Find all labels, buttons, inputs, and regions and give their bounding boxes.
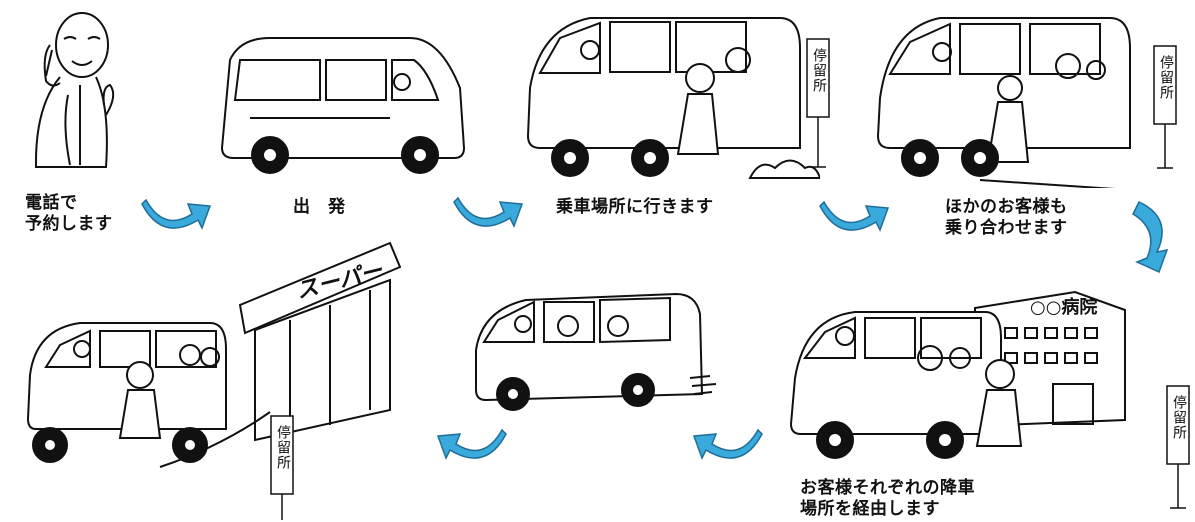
step-2-caption: 出 発 (293, 197, 346, 218)
flow-arrow-5 (688, 410, 763, 460)
step-3-caption: 乗車場所に行きます (556, 197, 714, 218)
step-5-caption-line-1: お客様それぞれの降車 (800, 478, 975, 498)
flow-arrow-4 (1125, 198, 1180, 276)
flow-arrow-2 (452, 178, 527, 228)
step-5-caption-line-2: 場所を経由します (800, 499, 940, 519)
step-2-caption-line-1: 出 発 (293, 197, 346, 217)
bus-stop-sign-1-label: 停留所 (811, 48, 827, 93)
bus-stop-sign-4-label: 停留所 (275, 425, 291, 470)
step-3-caption-line-1: 乗車場所に行きます (556, 197, 714, 217)
flow-arrow-6 (432, 410, 507, 460)
hospital-sign: ○○病院 (1030, 297, 1098, 318)
step-4-caption-line-2: 乗り合わせます (945, 218, 1068, 238)
bus-stop-sign-2: 停留所 (1153, 45, 1177, 170)
bus-stop-sign-2-label: 停留所 (1158, 55, 1174, 100)
bus-stop-sign-3-label: 停留所 (1171, 395, 1187, 440)
step-4-caption: ほかのお客様も 乗り合わせます (945, 197, 1068, 239)
van-departing-illustration (210, 30, 475, 180)
supermarket-dropoff-illustration: スーパー (10, 235, 430, 475)
flow-arrow-1 (140, 180, 215, 230)
bus-stop-sign-4: 停留所 (270, 415, 294, 520)
step-5-caption: お客様それぞれの降車 場所を経由します (800, 478, 975, 520)
flow-arrow-3 (818, 182, 893, 232)
step-1-caption: 電話で 予約します (25, 193, 113, 235)
step-4-caption-line-1: ほかのお客様も (945, 197, 1068, 217)
step-1-caption-line-1: 電話で (25, 193, 78, 213)
bus-stop-sign-1: 停留所 (806, 38, 830, 168)
step-1-caption-line-2: 予約します (25, 214, 113, 234)
hospital-dropoff-illustration: ○○病院 (785, 288, 1175, 468)
man-on-phone-illustration (20, 5, 140, 190)
boarding-van-illustration (520, 8, 820, 188)
bus-stop-sign-3: 停留所 (1166, 385, 1190, 510)
van-moving-illustration (468, 290, 728, 420)
shared-ride-van-illustration (870, 8, 1145, 188)
